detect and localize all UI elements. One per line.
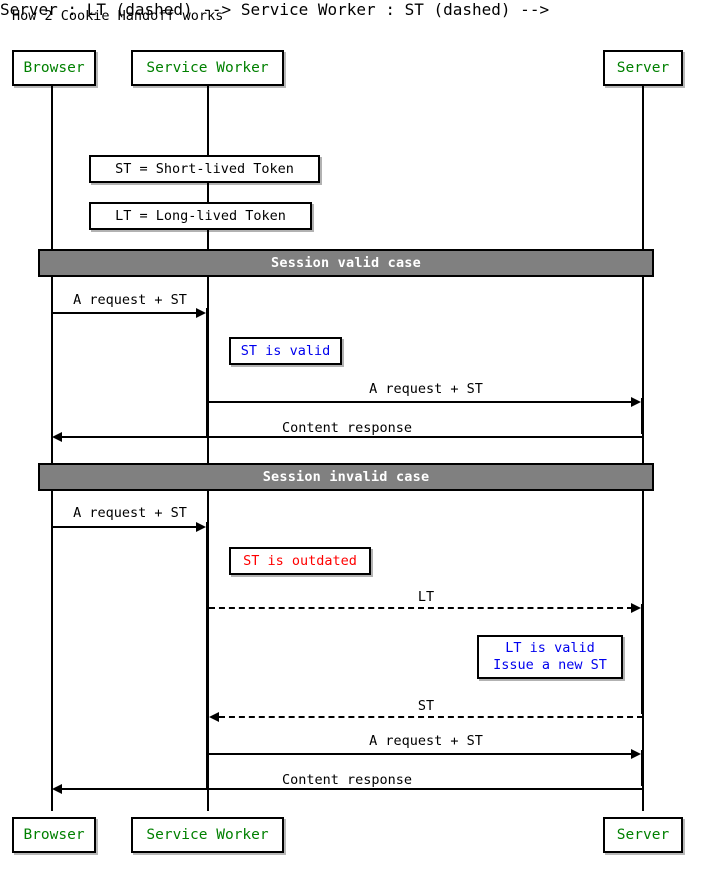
participant-service-worker-bottom-label: Service Worker — [146, 826, 269, 843]
note-lt-is-valid-line-1: LT is valid — [505, 640, 595, 656]
participant-server-bottom[interactable]: Server — [603, 817, 683, 853]
activation-server-invalid — [641, 604, 644, 714]
message-arrowhead-3 — [52, 432, 62, 442]
divider-session-invalid: Session invalid case — [38, 463, 654, 491]
lifeline-service-worker — [207, 86, 209, 811]
participant-server-top-label: Server — [616, 59, 670, 76]
message-label-5: LT — [417, 589, 435, 605]
note-lt-is-valid-line-2: Issue a new ST — [493, 657, 607, 673]
message-arrowhead-2 — [631, 397, 641, 407]
note-st-is-outdated: ST is outdated — [229, 547, 371, 575]
message-line-7 — [209, 753, 633, 755]
participant-service-worker-top[interactable]: Service Worker — [131, 50, 284, 86]
message-label-6: ST — [417, 698, 435, 714]
message-line-5 — [209, 607, 633, 609]
message-arrowhead-8 — [52, 784, 62, 794]
participant-server-bottom-label: Server — [616, 826, 670, 843]
divider-session-valid-label: Session valid case — [271, 255, 421, 271]
participant-browser-top-label: Browser — [23, 59, 85, 76]
message-line-3 — [62, 436, 642, 438]
message-label-4: A request + ST — [73, 505, 187, 521]
diagram-title: How 2 Cookie Handoff works — [12, 8, 224, 24]
participant-browser-top[interactable]: Browser — [12, 50, 96, 86]
participant-server-top[interactable]: Server — [603, 50, 683, 86]
activation-service-worker-valid — [206, 308, 209, 438]
activation-server-invalid-2 — [641, 750, 644, 786]
note-st-is-valid: ST is valid — [229, 337, 342, 365]
message-line-2 — [209, 401, 633, 403]
participant-browser-bottom[interactable]: Browser — [12, 817, 96, 853]
lifeline-browser — [51, 86, 53, 811]
message-arrowhead-7 — [631, 749, 641, 759]
participant-service-worker-top-label: Service Worker — [146, 59, 269, 76]
message-label-8: Content response — [281, 772, 413, 788]
note-lt-is-valid: LT is valid Issue a new ST — [477, 635, 623, 679]
message-label-3: Content response — [281, 420, 413, 436]
message-label-1: A request + ST — [73, 292, 187, 308]
message-arrowhead-4 — [196, 522, 206, 532]
message-arrowhead-5 — [631, 603, 641, 613]
activation-server-valid — [641, 398, 644, 434]
divider-session-valid: Session valid case — [38, 249, 654, 277]
note-st-is-valid-line-1: ST is valid — [240, 342, 331, 359]
participant-service-worker-bottom[interactable]: Service Worker — [131, 817, 284, 853]
message-line-4 — [52, 526, 198, 528]
divider-session-invalid-label: Session invalid case — [262, 469, 430, 485]
message-label-2: A request + ST — [369, 381, 483, 397]
message-line-8 — [62, 788, 642, 790]
note-short-lived-token-line-1: ST = Short-lived Token — [115, 160, 294, 177]
message-arrowhead-1 — [196, 308, 206, 318]
message-arrowhead-6 — [209, 712, 219, 722]
note-long-lived-token: LT = Long-lived Token — [89, 202, 312, 230]
note-st-is-outdated-line-1: ST is outdated — [243, 552, 357, 569]
note-long-lived-token-line-1: LT = Long-lived Token — [115, 207, 286, 224]
message-line-6 — [219, 716, 643, 718]
participant-browser-bottom-label: Browser — [23, 826, 85, 843]
note-short-lived-token: ST = Short-lived Token — [89, 155, 320, 183]
message-line-1 — [52, 312, 198, 314]
activation-service-worker-invalid — [206, 522, 209, 790]
message-label-7: A request + ST — [369, 733, 483, 749]
lifeline-server — [642, 86, 644, 811]
